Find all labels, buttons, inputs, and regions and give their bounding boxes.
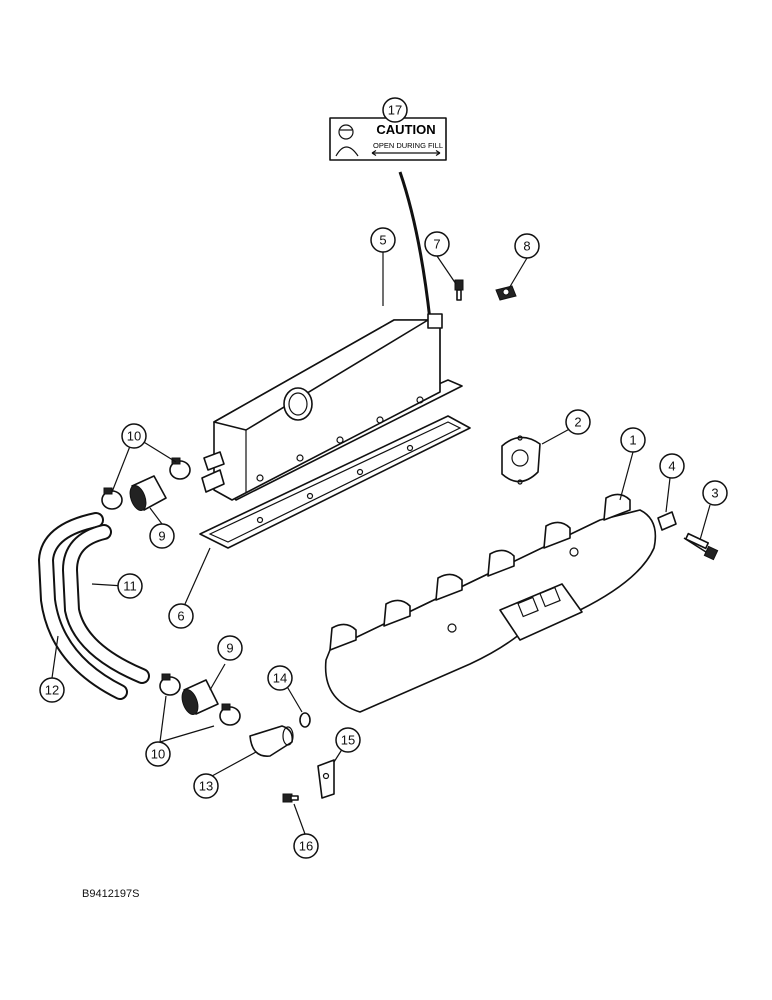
hose-clamp-upper-right — [169, 457, 191, 480]
callout-8: 8 — [514, 233, 540, 259]
callout-label: 10 — [151, 747, 165, 762]
hose-clamp-lower-right — [219, 703, 241, 726]
callout-13: 13 — [193, 773, 219, 799]
callout-label: 8 — [523, 239, 530, 254]
callout-label: 1 — [629, 433, 636, 448]
lock-plate-4 — [657, 511, 677, 531]
bracket-15 — [317, 759, 335, 799]
callout-1: 1 — [620, 427, 646, 453]
cap-screw-7 — [454, 279, 464, 301]
callout-label: 9 — [158, 529, 165, 544]
callout-label: 13 — [199, 779, 213, 794]
callout-3: 3 — [702, 480, 728, 506]
callout-label: 3 — [711, 486, 718, 501]
callout-6: 6 — [168, 603, 194, 629]
callout-12: 12 — [39, 677, 65, 703]
callout-9-lower: 9 — [217, 635, 243, 661]
coolant-hose-12 — [37, 512, 128, 700]
callout-label: 15 — [341, 733, 355, 748]
callout-5: 5 — [370, 227, 396, 253]
caution-title: CAUTION — [376, 122, 435, 137]
caution-figure-icon — [335, 124, 359, 157]
hose-sleeve-lower — [181, 679, 219, 715]
callout-10-lower: 10 — [145, 741, 171, 767]
expansion-tank — [201, 313, 463, 501]
callout-17: 17 — [382, 97, 408, 123]
callout-label: 7 — [433, 237, 440, 252]
elbow-fitting-13 — [249, 725, 294, 757]
callout-label: 17 — [388, 103, 402, 118]
callout-label: 4 — [668, 459, 675, 474]
coolant-hose-11 — [61, 524, 150, 684]
figure-id-label: B9412197S — [82, 888, 140, 900]
bleed-fitting-8 — [495, 285, 517, 301]
exhaust-manifold — [324, 493, 657, 713]
callout-label: 11 — [123, 579, 137, 594]
caution-decal: CAUTION OPEN DURING FILL — [329, 117, 447, 161]
callout-2: 2 — [565, 409, 591, 435]
caution-subtitle: OPEN DURING FILL — [373, 141, 443, 150]
manifold-gasket-2 — [501, 435, 541, 485]
tank-gasket — [199, 415, 471, 549]
callout-9-upper: 9 — [149, 523, 175, 549]
callout-label: 6 — [177, 609, 184, 624]
leader-lines — [51, 118, 711, 835]
callout-16: 16 — [293, 833, 319, 859]
callout-label: 5 — [379, 233, 386, 248]
decal-leader-curve — [398, 171, 432, 321]
hose-clamp-lower-left — [159, 673, 181, 696]
callout-label: 16 — [299, 839, 313, 854]
o-ring-14 — [299, 712, 311, 728]
screw-16 — [282, 793, 299, 803]
callout-label: 9 — [226, 641, 233, 656]
callout-15: 15 — [335, 727, 361, 753]
callout-label: 12 — [45, 683, 59, 698]
callout-4: 4 — [659, 453, 685, 479]
callout-label: 2 — [574, 415, 581, 430]
callout-label: 10 — [127, 429, 141, 444]
callout-11: 11 — [117, 573, 143, 599]
callout-10-upper: 10 — [121, 423, 147, 449]
hose-sleeve-upper — [129, 475, 167, 511]
callout-7: 7 — [424, 231, 450, 257]
manifold-bolt-3 — [683, 532, 719, 561]
callout-14: 14 — [267, 665, 293, 691]
callout-label: 14 — [273, 671, 287, 686]
